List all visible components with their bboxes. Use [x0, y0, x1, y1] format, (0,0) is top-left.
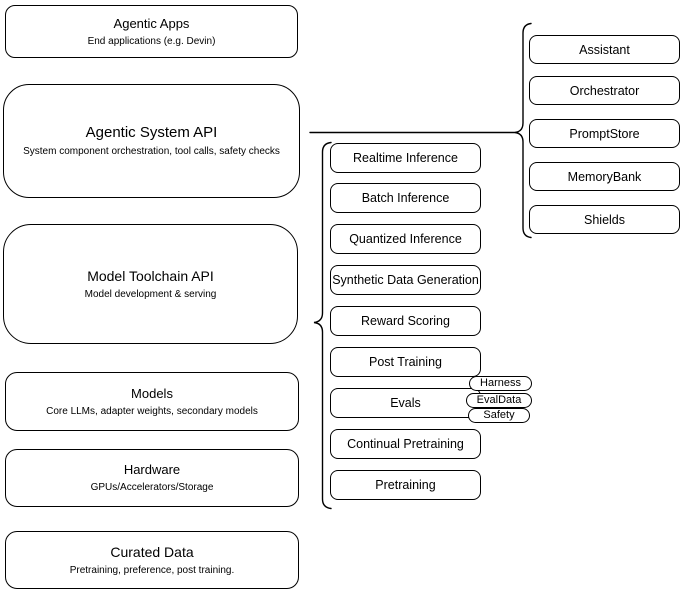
models-title: Models [131, 385, 173, 401]
agentic-system-api-title: Agentic System API [85, 124, 218, 141]
agentic-apps-title: Agentic Apps [113, 15, 190, 31]
agentic-system-api-subtitle: System component orchestration, tool cal… [23, 146, 280, 157]
toolchain-item-post-training: Post Training [330, 347, 481, 377]
toolchain-item-quantized-inference: Quantized Inference [330, 224, 481, 254]
model-toolchain-api-subtitle: Model development & serving [84, 288, 217, 300]
hardware-box: Hardware GPUs/Accelerators/Storage [5, 449, 299, 507]
agentic-apps-subtitle: End applications (e.g. Devin) [87, 35, 216, 47]
models-subtitle: Core LLMs, adapter weights, secondary mo… [46, 405, 258, 417]
system-item-assistant: Assistant [529, 35, 680, 64]
hardware-subtitle: GPUs/Accelerators/Storage [90, 482, 214, 493]
toolchain-item-synthetic-data-generation: Synthetic Data Generation [330, 265, 481, 295]
toolchain-brace [313, 141, 332, 510]
system-item-memorybank: MemoryBank [529, 162, 680, 191]
system-item-orchestrator: Orchestrator [529, 76, 680, 105]
toolchain-item-realtime-inference: Realtime Inference [330, 143, 481, 173]
agentic-system-api-box: Agentic System API System component orch… [3, 84, 300, 198]
model-toolchain-api-title: Model Toolchain API [87, 267, 214, 284]
system-item-shields: Shields [529, 205, 680, 234]
models-box: Models Core LLMs, adapter weights, secon… [5, 372, 299, 431]
eval-tag-safety: Safety [468, 408, 530, 423]
toolchain-item-continual-pretraining: Continual Pretraining [330, 429, 481, 459]
eval-tag-evaldata: EvalData [466, 393, 532, 408]
hardware-title: Hardware [123, 462, 181, 477]
curated-data-box: Curated Data Pretraining, preference, po… [5, 531, 299, 589]
model-toolchain-api-box: Model Toolchain API Model development & … [3, 224, 298, 344]
toolchain-item-batch-inference: Batch Inference [330, 183, 481, 213]
curated-data-subtitle: Pretraining, preference, post training. [69, 564, 235, 576]
curated-data-title: Curated Data [110, 543, 194, 560]
toolchain-item-evals: Evals [330, 388, 481, 418]
eval-tag-harness: Harness [469, 376, 532, 391]
system-item-promptstore: PromptStore [529, 119, 680, 148]
agentic-apps-box: Agentic Apps End applications (e.g. Devi… [5, 5, 298, 58]
toolchain-item-pretraining: Pretraining [330, 470, 481, 500]
toolchain-item-reward-scoring: Reward Scoring [330, 306, 481, 336]
